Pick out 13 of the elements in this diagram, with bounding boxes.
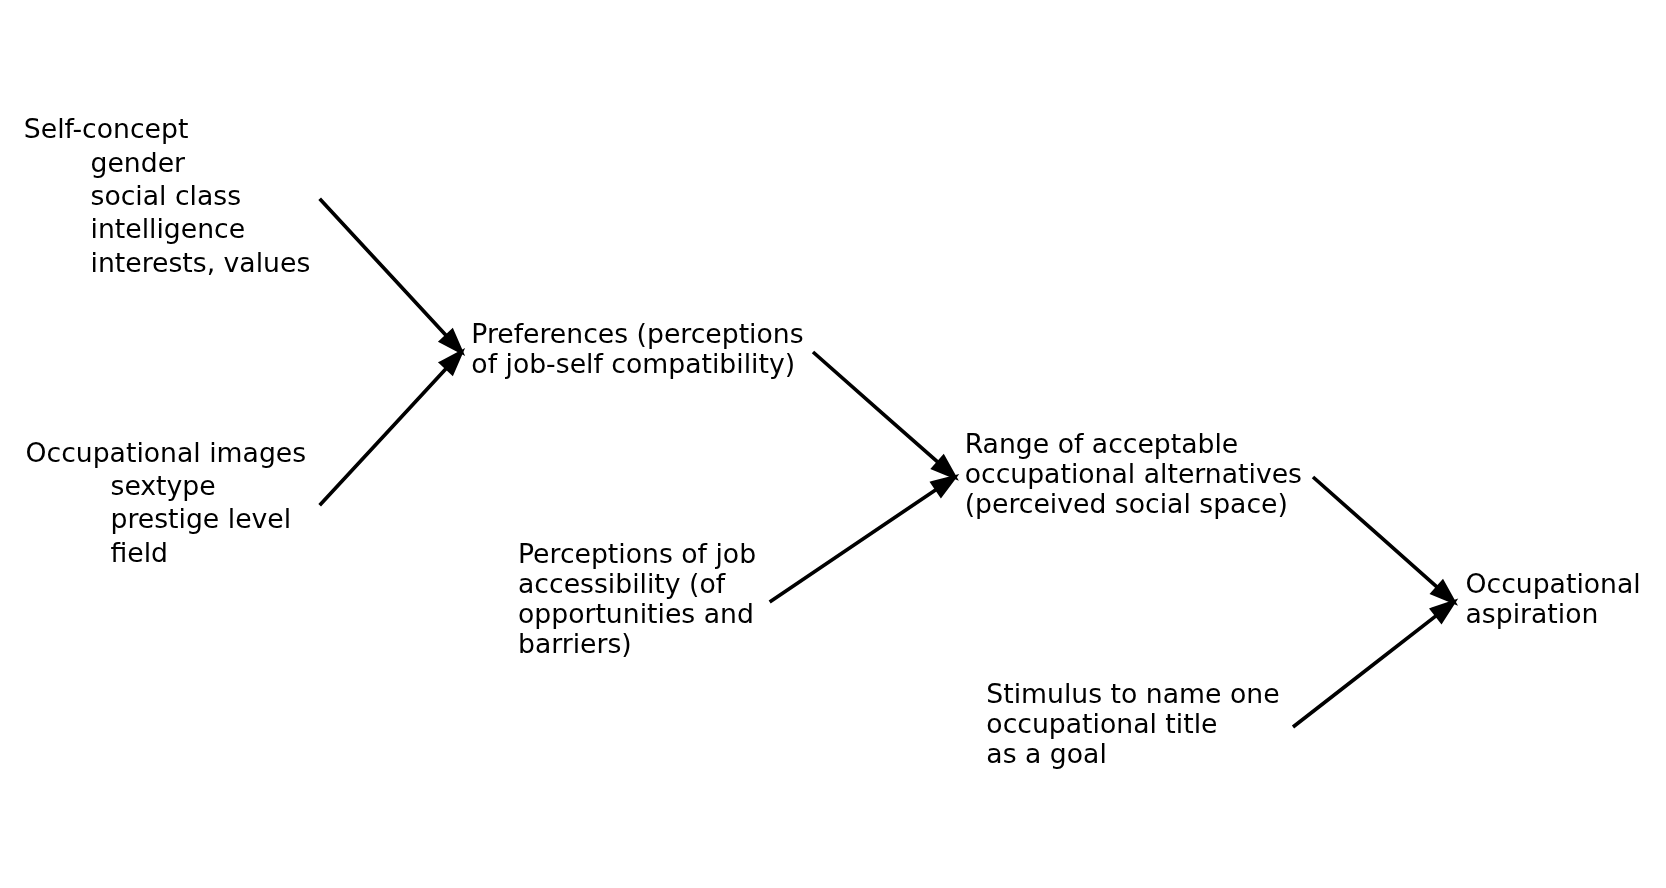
node-text: Occupational aspiration [1465,567,1641,629]
arrow [811,350,959,481]
arrow [1291,598,1459,728]
arrow [768,473,960,603]
node-text: Perceptions of job accessibility (of opportunities and barriers) [518,537,757,659]
arrow [318,347,466,507]
arrow [318,196,466,356]
arrow [1311,475,1458,606]
node-text: Preferences (perceptions of job-self compatibility) [471,317,804,379]
node-text: Stimulus to name one occupational title as a goal [986,677,1280,769]
node-text: Self-concept gender social class intelligence interests, values [23,112,311,278]
node-text: Occupational images sextype prestige level field [25,436,307,568]
node-text: Range of acceptable occupational alternatives (perceived social space) [964,427,1302,519]
